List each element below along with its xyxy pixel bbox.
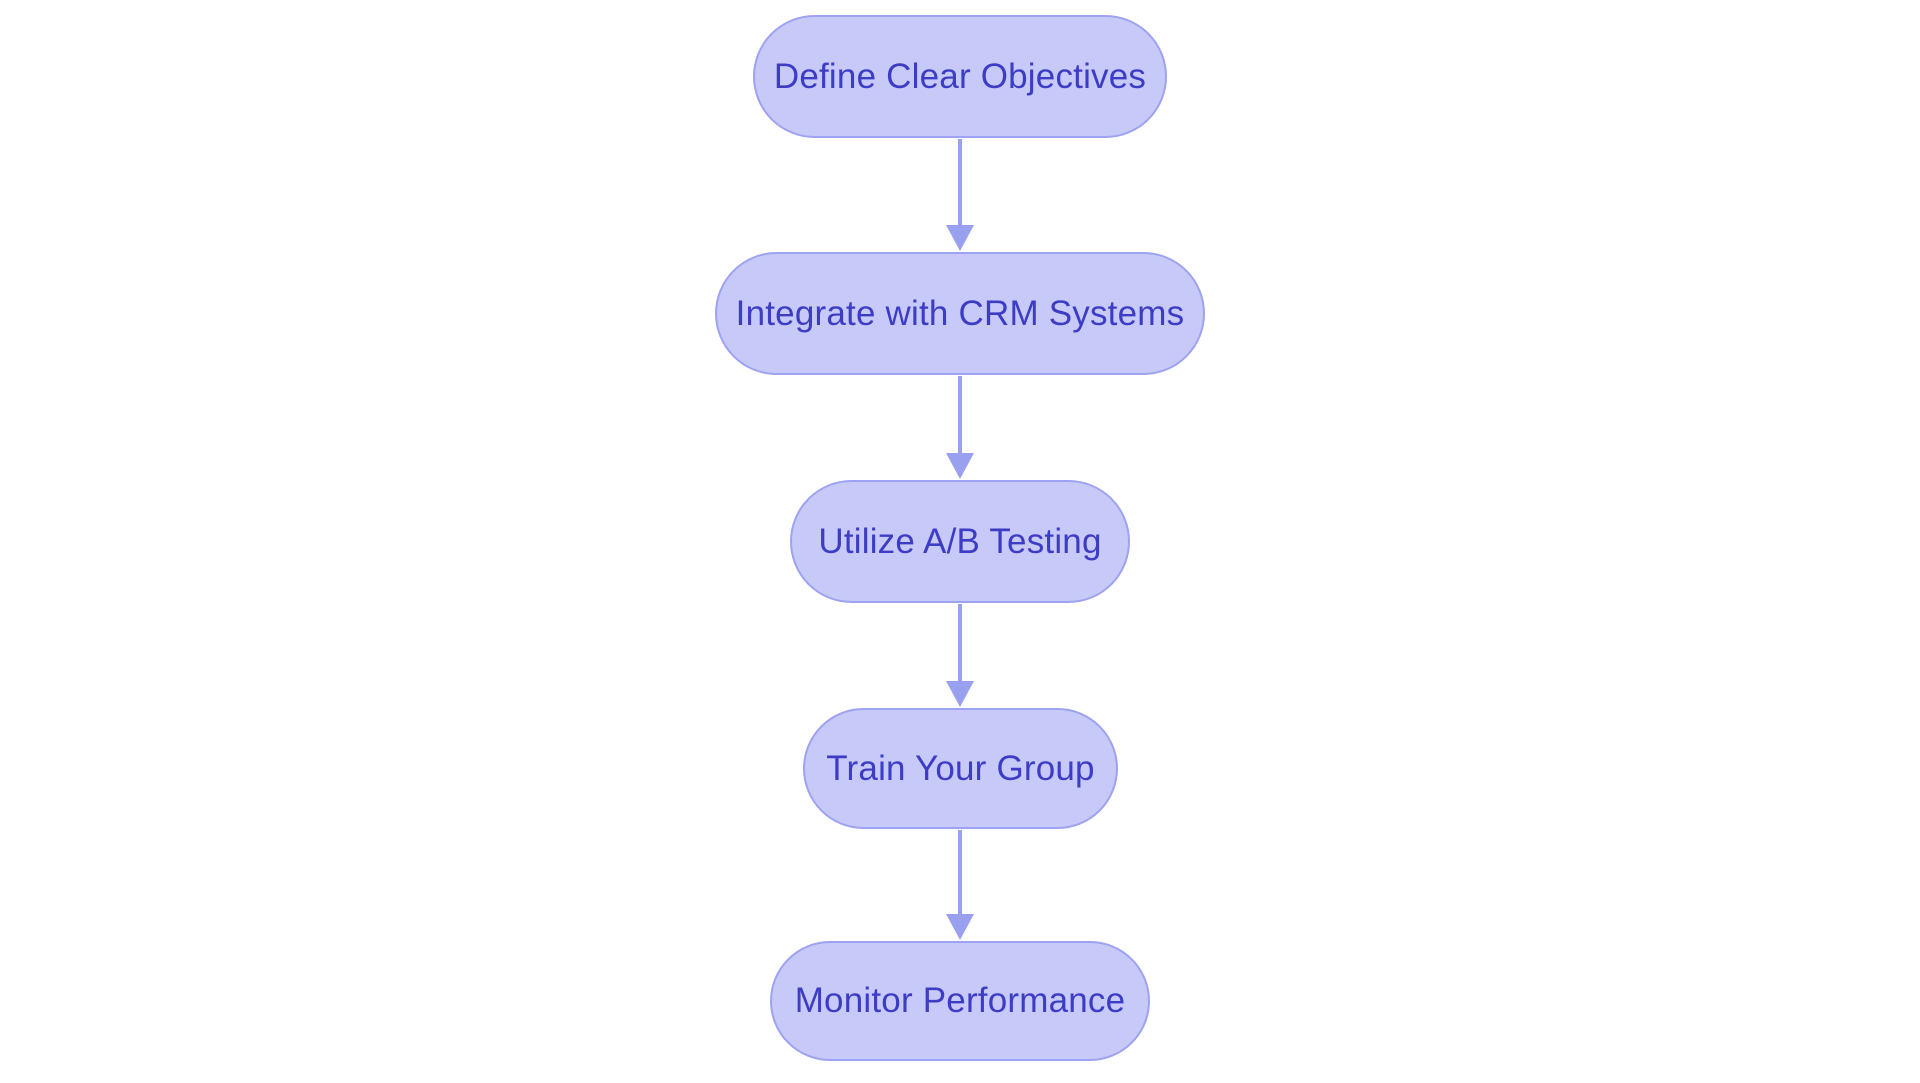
arrowhead-icon [946,453,974,479]
flow-node-label: Define Clear Objectives [773,56,1147,96]
arrowhead-icon [946,914,974,940]
flow-node-train-your-group: Train Your Group [803,708,1118,829]
flow-node-label: Monitor Performance [794,981,1126,1020]
connector-arrow-down-icon [944,830,976,940]
connector-arrow-down-icon [944,139,976,251]
connector-arrow-down-icon [944,376,976,479]
arrow-shaft [958,604,962,683]
flow-node-label: Integrate with CRM Systems [735,293,1185,333]
arrow-shaft [958,376,962,455]
arrow-shaft [958,139,962,227]
arrowhead-icon [946,225,974,251]
connector-arrow-down-icon [944,604,976,707]
flow-node-label: Utilize A/B Testing [818,521,1102,561]
flow-node-integrate-with-crm-systems: Integrate with CRM Systems [715,252,1205,375]
flow-node-label: Train Your Group [826,748,1095,788]
flow-node-define-clear-objectives: Define Clear Objectives [753,15,1167,138]
arrowhead-icon [946,681,974,707]
flow-node-utilize-ab-testing: Utilize A/B Testing [790,480,1130,603]
arrow-shaft [958,830,962,916]
flow-node-monitor-performance: Monitor Performance [770,941,1150,1061]
